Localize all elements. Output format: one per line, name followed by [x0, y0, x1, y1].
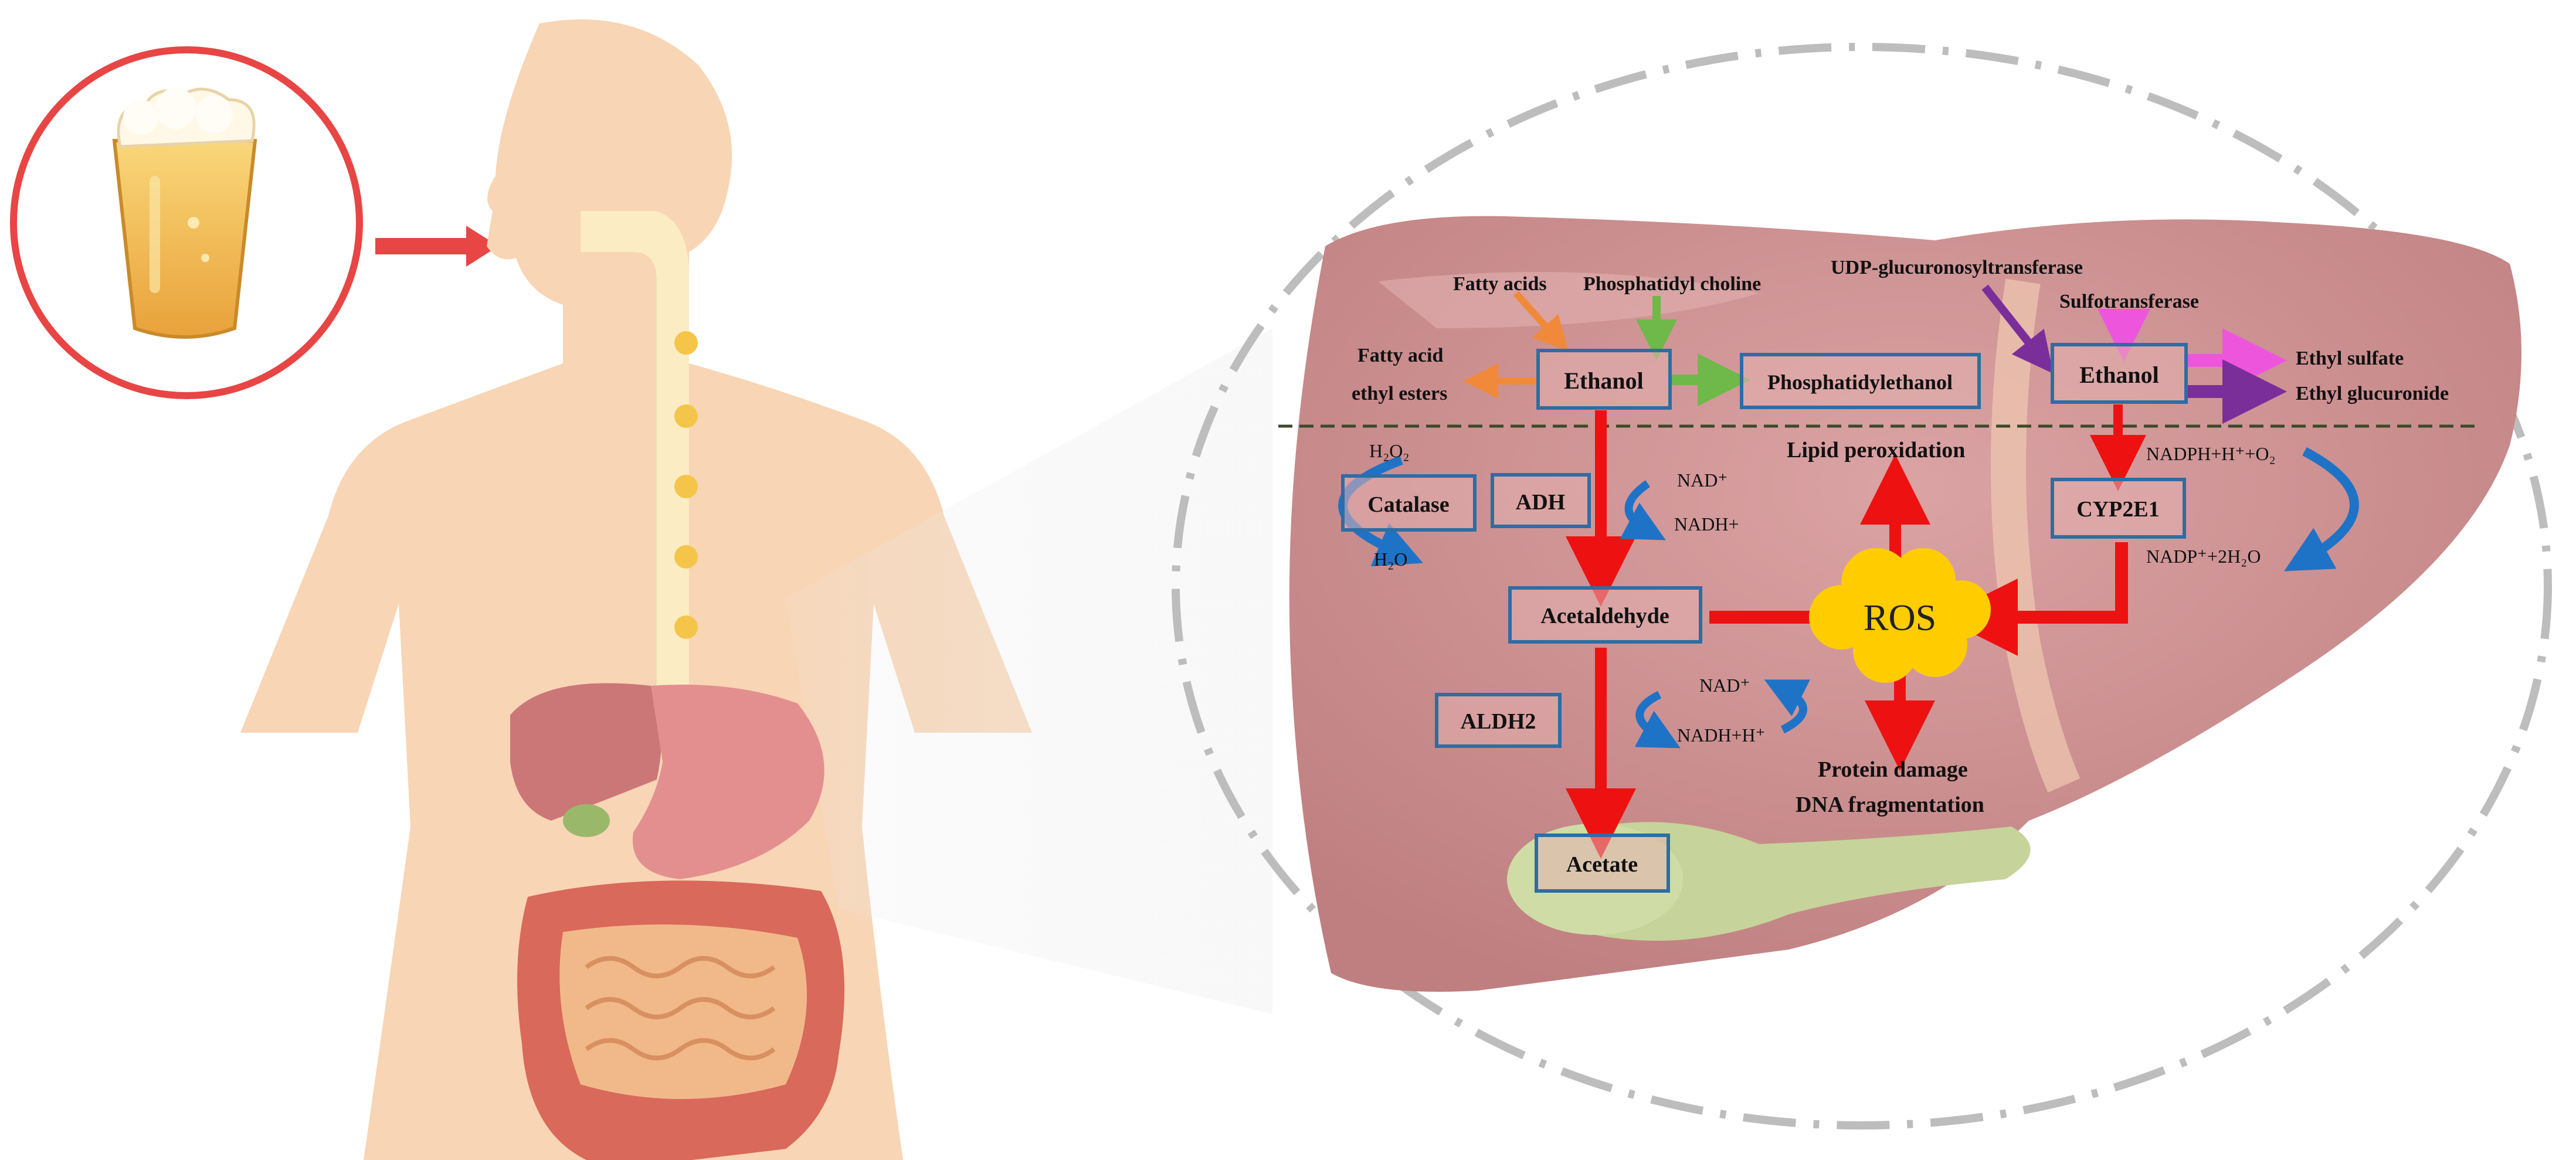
label-ethyl-glucuronide: Ethyl glucuronide — [2296, 383, 2449, 404]
label-protein-damage: Protein damage — [1818, 757, 1968, 782]
box-acetate — [1535, 834, 1670, 893]
label-nad-2: NAD⁺ — [1699, 675, 1750, 696]
arrow-ugt — [1981, 284, 2054, 374]
box-ethanol-right — [2051, 343, 2188, 404]
box-adh — [1491, 473, 1591, 528]
label-dna-fragmentation: DNA fragmentation — [1796, 792, 1984, 817]
beer-glass-group — [10, 46, 363, 399]
pathway-arrows — [1338, 284, 2359, 859]
label-phosphatidyl-choline: Phosphatidyl choline — [1583, 273, 1761, 295]
node-phosphatidylethanol: Phosphatidylethanol — [1767, 370, 1953, 394]
node-cyp2e1: CYP2E1 — [2076, 497, 2159, 522]
ros-cloud: ROS — [1809, 548, 1991, 683]
label-h2o2: H₂O₂ — [1369, 440, 1410, 461]
node-adh: ADH — [1516, 490, 1565, 515]
label-sulfotransferase: Sulfotransferase — [2059, 291, 2199, 312]
node-ethanol-right: Ethanol — [2079, 362, 2159, 388]
label-nadh-plus: NADH+ — [1674, 513, 1739, 535]
label-lipid-peroxidation: Lipid peroxidation — [1787, 438, 1965, 462]
node-acetaldehyde: Acetaldehyde — [1540, 604, 1669, 628]
recycle-adh — [1620, 480, 1666, 540]
label-h2o: H₂O — [1374, 549, 1407, 570]
box-acetaldehyde — [1508, 586, 1702, 644]
body-liver-stomach — [510, 683, 824, 879]
node-ethanol-left: Ethanol — [1564, 368, 1644, 394]
label-nadph: NADPH+H⁺+O₂ — [2146, 443, 2276, 464]
label-ethyl-sulfate: Ethyl sulfate — [2296, 348, 2404, 369]
box-phosphatidylethanol — [1740, 353, 1981, 409]
recycle-aldh2-left — [1634, 690, 1681, 749]
node-catalase: Catalase — [1367, 492, 1449, 517]
recycle-aldh2-right — [1764, 679, 1810, 734]
arrow-cyp2e1-ros — [1940, 542, 2128, 656]
label-faee-1: Fatty acid — [1357, 345, 1443, 366]
intestines — [517, 880, 844, 1160]
recycle-cyp2e1 — [2284, 447, 2359, 572]
esophagus — [581, 211, 698, 698]
ros-label: ROS — [1864, 597, 1937, 638]
intake-arrow — [375, 226, 498, 267]
box-aldh2 — [1435, 693, 1562, 748]
label-ugt: UDP-glucuronosyltransferase — [1831, 257, 2083, 278]
label-faee-2: ethyl esters — [1352, 383, 1447, 404]
label-nad-1: NAD⁺ — [1677, 470, 1727, 491]
label-nadh-h-plus: NADH+H⁺ — [1677, 724, 1765, 746]
node-acetate: Acetate — [1566, 852, 1638, 877]
zoom-beam — [786, 328, 1272, 1014]
arrow-fatty-acids — [1513, 290, 1569, 352]
box-cyp2e1 — [2051, 478, 2186, 539]
label-nadp: NADP⁺+2H₂O — [2146, 546, 2261, 567]
beer-glass-icon — [112, 87, 257, 339]
box-catalase — [1341, 474, 1477, 532]
node-aldh2: ALDH2 — [1461, 709, 1536, 734]
label-fatty-acids: Fatty acids — [1453, 273, 1547, 295]
box-ethanol-left — [1536, 349, 1672, 410]
node-boxes — [1341, 343, 2188, 893]
zoom-ellipse — [1172, 43, 2552, 1130]
